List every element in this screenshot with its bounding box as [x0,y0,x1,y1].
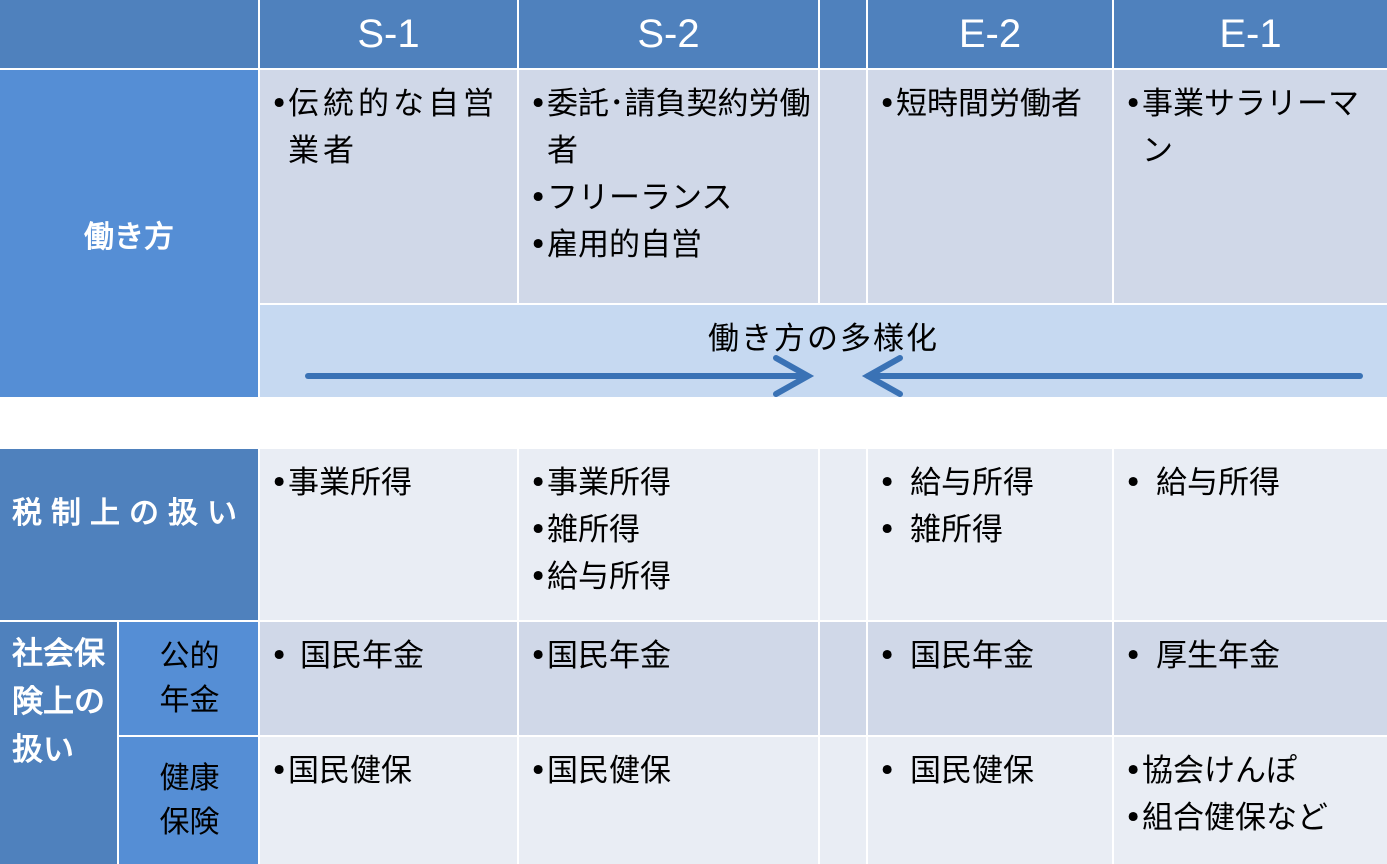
pension-s1: 国民年金 [260,622,517,735]
health-e1: 協会けんぽ 組合健保など [1114,737,1387,864]
list-item: 給与所得 [878,460,1108,507]
list-item: 厚生年金 [1124,633,1383,680]
pension-e2: 国民年金 [868,622,1112,735]
list-item: 国民健保 [529,748,814,795]
tax-s2: 事業所得 雑所得 給与所得 [519,449,818,620]
column-header-gap [820,0,866,68]
row-header-health: 健康保険 [119,737,258,864]
row-header-social-insurance-label: 社会保険上の扱い [12,636,105,768]
row-header-work-style: 働き方 [0,70,258,397]
list-item: 雇用的自営 [529,222,814,269]
row-header-pension-label: 公的年金 [159,638,220,718]
list-item: 国民年金 [270,633,513,680]
corner-cell [0,0,258,68]
health-gap [820,737,866,864]
row-header-health-label: 健康保険 [159,760,220,840]
list-item: 国民健保 [878,748,1108,795]
pension-gap [820,622,866,735]
list-item: 雑所得 [878,507,1108,554]
column-header-s2: S-2 [519,0,818,68]
row-header-pension: 公的年金 [119,622,258,735]
diversification-label: 働き方の多様化 [708,321,939,357]
converging-arrows [305,355,1363,397]
work-style-e1: 事業サラリーマン [1114,70,1387,303]
list-item: 国民年金 [529,633,814,680]
list-item: 給与所得 [529,554,814,601]
row-header-tax: 税制上の扱い [0,449,258,620]
list-item: 事業サラリーマン [1124,81,1383,175]
diversification-band: 働き方の多様化 [260,305,1387,397]
tax-gap [820,449,866,620]
tax-s1: 事業所得 [260,449,517,620]
column-header-s1: S-1 [260,0,517,68]
left-arrow-icon [861,355,1363,397]
list-item: 雑所得 [529,507,814,554]
tax-e1: 給与所得 [1114,449,1387,620]
list-item: 給与所得 [1124,460,1383,507]
row-header-social-insurance: 社会保険上の扱い [0,622,117,864]
column-header-e2: E-2 [868,0,1112,68]
work-style-e2: 短時間労働者 [868,70,1112,303]
list-item: 組合健保など [1124,795,1383,842]
health-e2: 国民健保 [868,737,1112,864]
health-s2: 国民健保 [519,737,818,864]
list-item: フリーランス [529,175,814,222]
list-item: 短時間労働者 [878,81,1108,128]
work-style-s1: 伝統的な自営業者 [260,70,517,303]
row-header-tax-label: 税制上の扱い [12,496,246,531]
list-item: 伝統的な自営業者 [270,81,513,175]
work-style-gap [820,70,866,303]
list-item: 国民年金 [878,633,1108,680]
list-item: 事業所得 [270,460,513,507]
right-arrow-icon [305,355,815,397]
column-header-e1: E-1 [1114,0,1387,68]
list-item: 国民健保 [270,748,513,795]
pension-e1: 厚生年金 [1114,622,1387,735]
work-style-s2: 委託･請負契約労働者 フリーランス 雇用的自営 [519,70,818,303]
pension-s2: 国民年金 [519,622,818,735]
tax-e2: 給与所得 雑所得 [868,449,1112,620]
health-s1: 国民健保 [260,737,517,864]
list-item: 協会けんぽ [1124,748,1383,795]
list-item: 委託･請負契約労働者 [529,81,814,175]
list-item: 事業所得 [529,460,814,507]
